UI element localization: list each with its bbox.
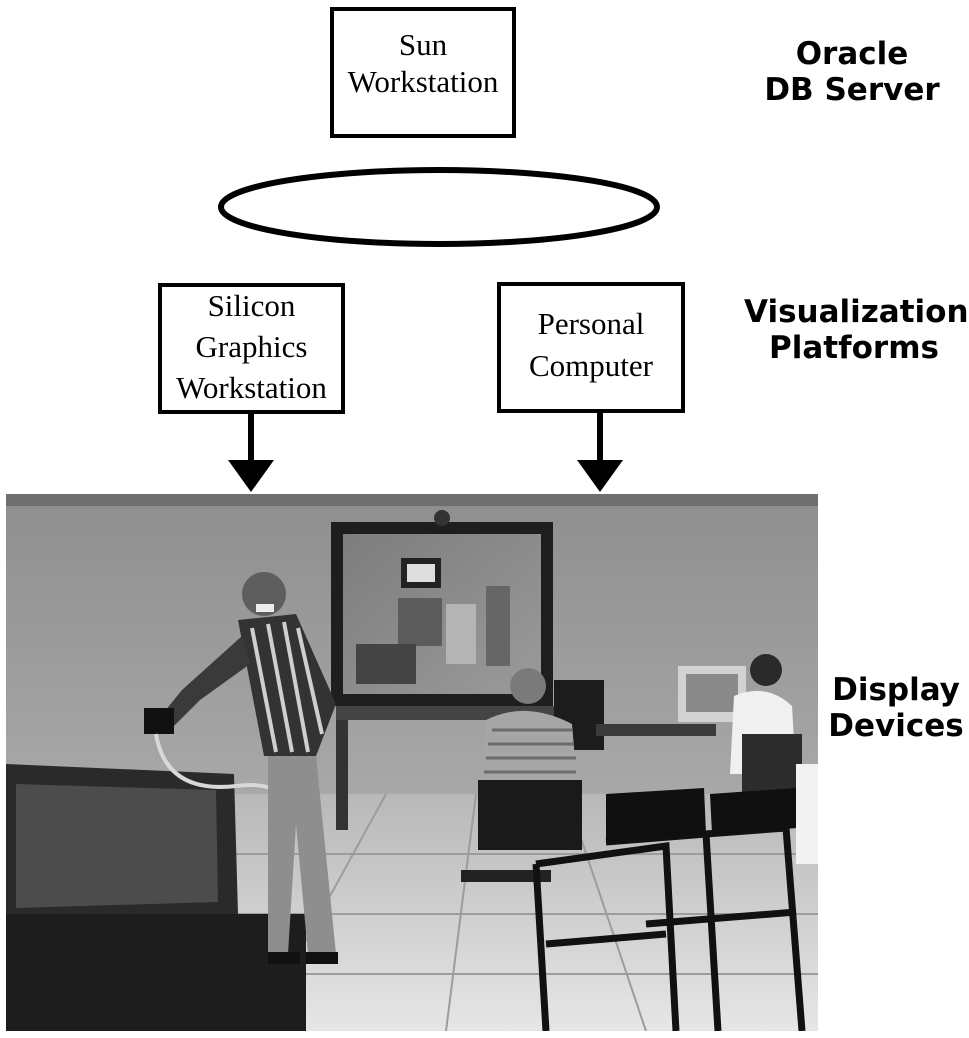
personal-computer-label: Personal Computer [529,305,653,383]
db-server-tier-label: Oracle DB Server [764,36,940,108]
visualization-tier-label: Visualization Platforms [744,294,969,366]
display-tier-label: Display Devices [828,672,964,744]
silicon-graphics-box: Silicon Graphics Workstation [158,283,345,414]
sun-workstation-label: Sun Workstation [347,26,499,99]
pc-arrow-head-icon [577,460,623,492]
sun-workstation-box: Sun Workstation [330,7,516,138]
silicon-graphics-label: Silicon Graphics Workstation [176,288,327,405]
personal-computer-box: Personal Computer [497,282,685,413]
vr-room-photo [6,494,818,1031]
sgi-arrow-head-icon [228,460,274,492]
vr-room-photo-drawing [6,494,818,1031]
network-ellipse [218,167,660,247]
